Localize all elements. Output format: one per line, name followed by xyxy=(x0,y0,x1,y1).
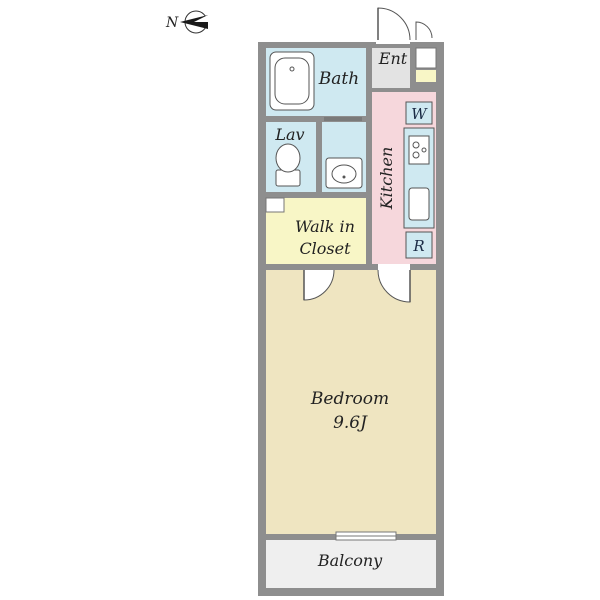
balcony-label: Balcony xyxy=(317,551,383,570)
bedroom-label: Bedroom xyxy=(310,389,389,409)
north-arrow-icon: N xyxy=(165,10,208,34)
bedroom-door xyxy=(377,264,411,303)
refrigerator-box xyxy=(405,231,433,259)
entrance-step xyxy=(416,70,436,82)
shelf-box xyxy=(265,197,285,213)
bath-label: Bath xyxy=(318,69,359,89)
closet-door xyxy=(303,269,335,301)
entrance-door xyxy=(376,7,433,44)
closet-label-line2: Closet xyxy=(299,239,351,258)
lav-label: Lav xyxy=(274,125,304,144)
gas-stove-icon xyxy=(408,135,430,165)
washbasin-icon xyxy=(325,157,363,189)
refrigerator-label: R xyxy=(412,237,424,255)
kitchen-label: Kitchen xyxy=(377,147,396,211)
entrance-label: Ent xyxy=(378,49,408,68)
entrance-area xyxy=(372,48,410,88)
washer-label: W xyxy=(411,105,428,123)
kitchen-sink-icon xyxy=(408,187,430,221)
compass-label: N xyxy=(165,15,179,31)
balcony-area xyxy=(266,540,436,588)
bedroom-size: 9.6J xyxy=(333,413,368,433)
washer-box xyxy=(405,101,433,125)
shoe-cabinet xyxy=(415,47,437,69)
bedroom-area xyxy=(266,270,436,534)
bathtub-icon xyxy=(269,51,315,111)
closet-label-line1: Walk in xyxy=(295,217,355,236)
toilet-icon xyxy=(275,143,301,187)
